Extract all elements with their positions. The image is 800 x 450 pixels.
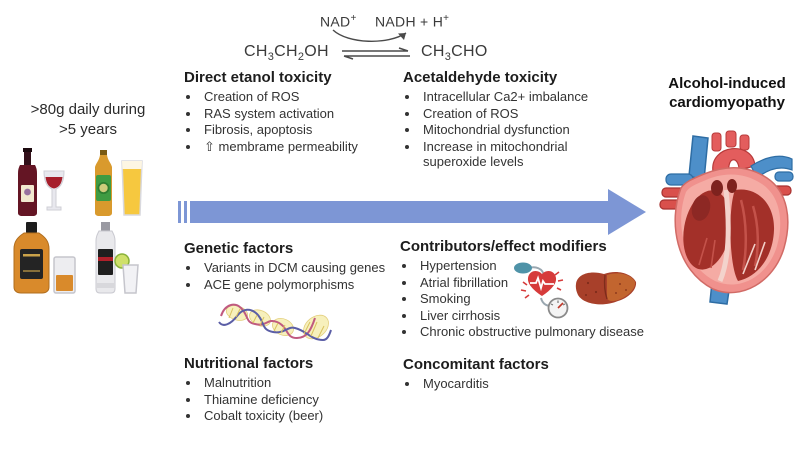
section-title: Concomitant factors [403, 356, 549, 373]
bullet-item: Liver cirrhosis [417, 308, 652, 324]
outcome-title: Alcohol-induced cardiomyopathy [653, 74, 800, 112]
section-contributors: Contributors/effect modifiers Hypertensi… [400, 238, 656, 341]
dna-helix-icon [218, 303, 332, 342]
nad-label: NAD+ [320, 13, 357, 30]
section-list: Variants in DCM causing genesACE gene po… [184, 260, 402, 292]
section-list: Myocarditis [403, 376, 623, 392]
bullet-item: Variants in DCM causing genes [201, 260, 402, 276]
bullet-item: Atrial fibrillation [417, 275, 652, 291]
bullet-item: Increase in mitochondrial superoxide lev… [420, 139, 631, 170]
bullet-item: Creation of ROS [420, 106, 631, 122]
wine-bottle-and-glass-icon [18, 148, 65, 216]
flow-arrow [178, 189, 646, 235]
curved-arrow-icon [332, 29, 407, 42]
exposure-line2: >5 years [59, 121, 117, 138]
heart-anatomy-icon [659, 130, 794, 305]
bullet-item: RAS system activation [201, 106, 399, 122]
whisky-bottle-and-glass-icon [13, 222, 76, 294]
vodka-bottle-and-glass-icon [95, 222, 139, 294]
bullet-item: Hypertension [417, 258, 652, 274]
ethanol-formula: CH3CH2OH [244, 43, 329, 64]
bullet-item: Malnutrition [201, 375, 399, 391]
equilibrium-arrow-icon [342, 47, 410, 60]
bullet-item: Fibrosis, apoptosis [201, 122, 399, 138]
section-title: Contributors/effect modifiers [400, 238, 607, 255]
bullet-item: Intracellular Ca2+ imbalance [420, 89, 631, 105]
exposure-label: >80g daily during >5 years [6, 100, 170, 140]
blood-pressure-heart-icon [514, 262, 569, 319]
exposure-line1: >80g daily during [30, 101, 146, 118]
bullet-item: Chronic obstructive pulmonary disease [417, 324, 652, 340]
bullet-item: Creation of ROS [201, 89, 399, 105]
liver-icon [575, 271, 637, 305]
section-acetaldehyde: Acetaldehyde toxicity Intracellular Ca2+… [403, 69, 631, 171]
section-list: Creation of ROSRAS system activationFibr… [184, 89, 399, 154]
section-concomitant: Concomitant factors Myocarditis [403, 356, 623, 393]
bullet-item: Cobalt toxicity (beer) [201, 408, 399, 424]
section-title: Genetic factors [184, 240, 294, 257]
bullet-item: Smoking [417, 291, 652, 307]
bullet-item: Myocarditis [420, 376, 623, 392]
section-list: HypertensionAtrial fibrillationSmokingLi… [400, 258, 652, 340]
bullet-item: ⇧ membrame permeability [201, 139, 399, 155]
section-direct-ethanol: Direct etanol toxicity Creation of ROSRA… [184, 69, 399, 155]
beer-bottle-and-glass-icon [95, 150, 143, 216]
bullet-item: Mitochondrial dysfunction [420, 122, 631, 138]
section-list: MalnutritionThiamine deficiencyCobalt to… [184, 375, 399, 424]
section-title: Direct etanol toxicity [184, 69, 332, 86]
section-nutritional: Nutritional factors MalnutritionThiamine… [184, 355, 399, 425]
acetaldehyde-formula: CH3CHO [421, 43, 488, 64]
section-list: Intracellular Ca2+ imbalanceCreation of … [403, 89, 631, 170]
section-title: Acetaldehyde toxicity [403, 69, 558, 86]
bullet-item: ACE gene polymorphisms [201, 277, 402, 293]
outcome-line2: cardiomyopathy [669, 94, 785, 111]
section-genetic: Genetic factors Variants in DCM causing … [184, 240, 402, 293]
nadh-label: NADH + H+ [375, 13, 450, 30]
outcome-line1: Alcohol-induced [668, 75, 786, 92]
bullet-item: Thiamine deficiency [201, 392, 399, 408]
section-title: Nutritional factors [184, 355, 314, 372]
